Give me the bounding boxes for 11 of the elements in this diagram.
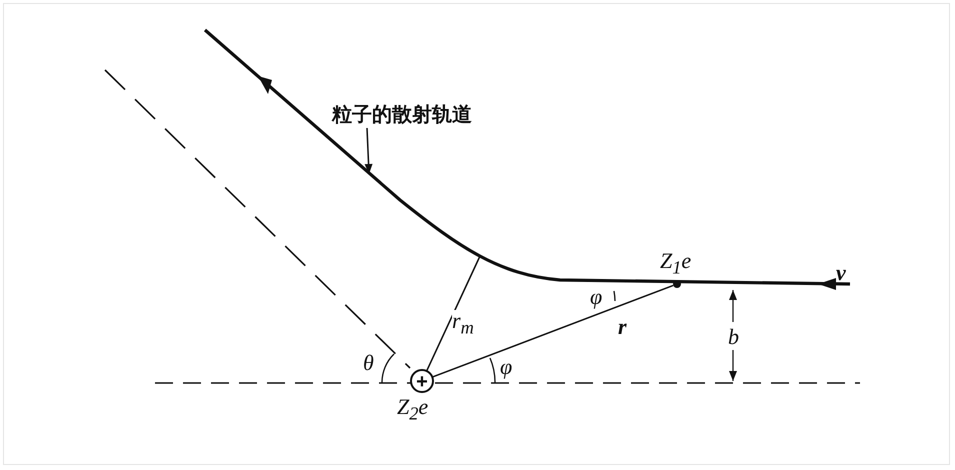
angle-label: φ xyxy=(590,286,602,308)
angle-label: φ xyxy=(500,356,512,378)
angle-label: θ xyxy=(363,352,374,374)
nucleus-circle: + xyxy=(410,369,434,393)
line-segment xyxy=(426,256,481,372)
line-segment xyxy=(432,284,674,378)
leader-line xyxy=(364,128,373,174)
charge-label: Z$_{1}$e xyxy=(660,250,692,277)
charge-label: Z$_{2}$e xyxy=(397,396,428,423)
velocity-label: v xyxy=(836,262,846,284)
trajectory-curve xyxy=(204,28,850,290)
